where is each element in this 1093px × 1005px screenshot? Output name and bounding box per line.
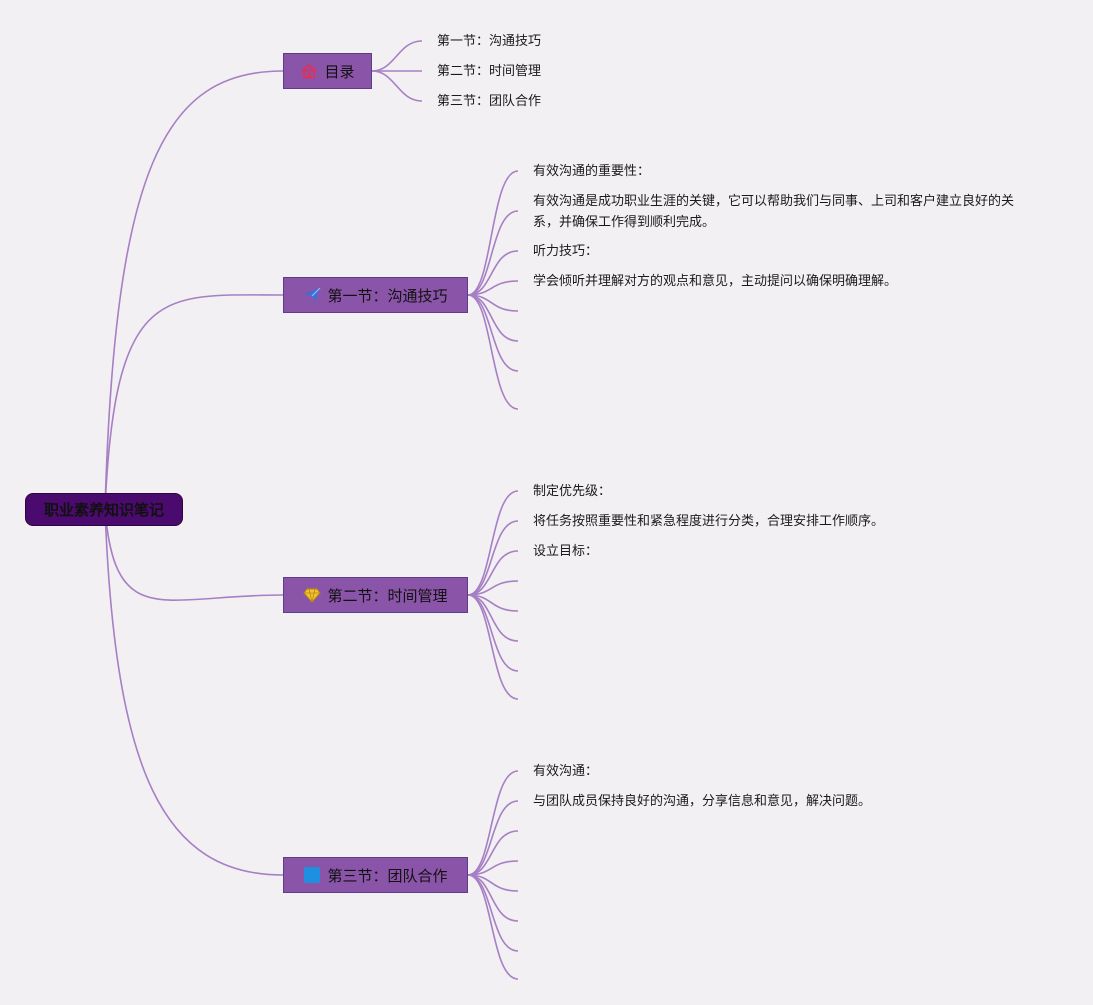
leaf-toc-2[interactable]: 第二节：时间管理 xyxy=(437,64,542,79)
branch-teamwork[interactable]: 第三节：团队合作 xyxy=(283,857,468,893)
connector-team-1 xyxy=(467,770,519,876)
diamond-icon xyxy=(303,586,322,604)
leaf-team-1[interactable]: 有效沟通： xyxy=(533,764,599,779)
leaf-time-2[interactable]: 将任务按照重要性和紧急程度进行分类，合理安排工作顺序。 xyxy=(533,514,885,529)
connector-team-2 xyxy=(467,800,519,876)
leaf-time-3[interactable]: 设立目标： xyxy=(533,544,599,559)
connector-time-3 xyxy=(467,550,519,596)
leaf-communication-2[interactable]: 有效沟通是成功职业生涯的关键，它可以帮助我们与同事、上司和客户建立良好的关系，并… xyxy=(533,194,1015,230)
connector-team-8 xyxy=(467,874,519,980)
paper-plane-icon xyxy=(303,286,321,304)
branch-toc[interactable]: 目录 xyxy=(283,53,372,89)
leaf-team-2[interactable]: 与团队成员保持良好的沟通，分享信息和意见，解决问题。 xyxy=(533,794,872,809)
connector-toc-1 xyxy=(371,40,423,72)
connector-communication-3 xyxy=(467,250,519,296)
leaf-time-1[interactable]: 制定优先级： xyxy=(533,484,612,499)
connector-time-2 xyxy=(467,520,519,596)
root-topic[interactable]: 职业素养知识笔记 xyxy=(25,493,183,526)
leaf-communication-3[interactable]: 听力技巧： xyxy=(533,244,599,259)
connector-communication-8 xyxy=(467,294,519,410)
house-icon xyxy=(300,62,318,80)
connector-root-team xyxy=(104,508,284,876)
leaf-communication-1[interactable]: 有效沟通的重要性： xyxy=(533,164,651,179)
connector-communication-2 xyxy=(467,210,519,296)
connector-time-8 xyxy=(467,594,519,700)
leaf-communication-4[interactable]: 学会倾听并理解对方的观点和意见，主动提问以确保明确理解。 xyxy=(533,274,898,289)
connector-root-time xyxy=(104,508,284,602)
connector-team-7 xyxy=(467,874,519,952)
branch-time-management-label: 第二节：时间管理 xyxy=(327,586,448,605)
leaf-toc-3[interactable]: 第三节：团队合作 xyxy=(437,94,542,109)
leaf-toc-1[interactable]: 第一节：沟通技巧 xyxy=(437,34,542,49)
connector-time-7 xyxy=(467,594,519,672)
root-topic-label: 职业素养知识笔记 xyxy=(43,501,164,519)
branch-communication[interactable]: 第一节：沟通技巧 xyxy=(283,277,468,313)
connector-root-communication xyxy=(104,294,284,510)
branch-communication-label: 第一节：沟通技巧 xyxy=(327,286,448,305)
connector-communication-1 xyxy=(467,170,519,296)
branch-toc-label: 目录 xyxy=(324,62,355,81)
blue-square-icon xyxy=(303,866,321,884)
connector-time-1 xyxy=(467,490,519,596)
branch-teamwork-label: 第三节：团队合作 xyxy=(327,866,448,885)
connector-root-toc xyxy=(104,70,284,510)
connector-team-3 xyxy=(467,830,519,876)
branch-time-management[interactable]: 第二节：时间管理 xyxy=(283,577,468,613)
connector-toc-3 xyxy=(371,70,423,102)
